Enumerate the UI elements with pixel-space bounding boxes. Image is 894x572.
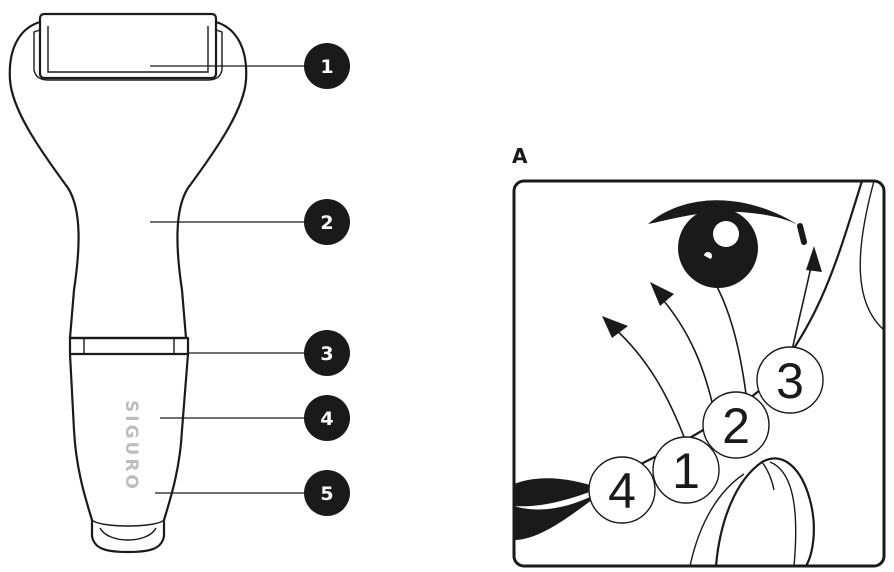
step-circle-1: 1	[652, 436, 720, 504]
device-illustration: SIGURO	[8, 12, 248, 554]
svg-text:3: 3	[776, 353, 804, 409]
panel-label: A	[512, 144, 528, 168]
svg-text:2: 2	[722, 398, 750, 454]
step-circle-4: 4	[588, 456, 656, 524]
lips-illustration	[514, 478, 600, 507]
step-circle-3: 3	[756, 346, 824, 414]
callout-2: 2	[304, 199, 350, 245]
roller-head	[33, 12, 223, 81]
svg-text:1: 1	[672, 443, 700, 499]
brand-logo: SIGURO	[121, 400, 141, 492]
eye-illustration	[648, 200, 807, 288]
callout-3: 3	[304, 330, 350, 376]
end-cap	[91, 519, 165, 527]
svg-text:5: 5	[320, 483, 333, 505]
device-body	[8, 20, 248, 340]
svg-text:3: 3	[320, 343, 333, 365]
arrow-heads	[602, 246, 822, 338]
svg-text:2: 2	[320, 212, 333, 234]
roller-in-hand	[689, 457, 815, 566]
ring-band	[68, 336, 190, 356]
callout-1: 1	[304, 43, 350, 89]
svg-text:4: 4	[608, 463, 636, 519]
face-panel: 4 1 2 3	[512, 179, 886, 568]
step-circle-2: 2	[702, 391, 770, 459]
device-handle	[68, 352, 190, 554]
callout-4: 4	[304, 395, 350, 441]
callout-5: 5	[304, 470, 350, 516]
leader-lines	[150, 65, 304, 494]
svg-text:4: 4	[320, 408, 333, 430]
svg-text:1: 1	[320, 56, 333, 78]
